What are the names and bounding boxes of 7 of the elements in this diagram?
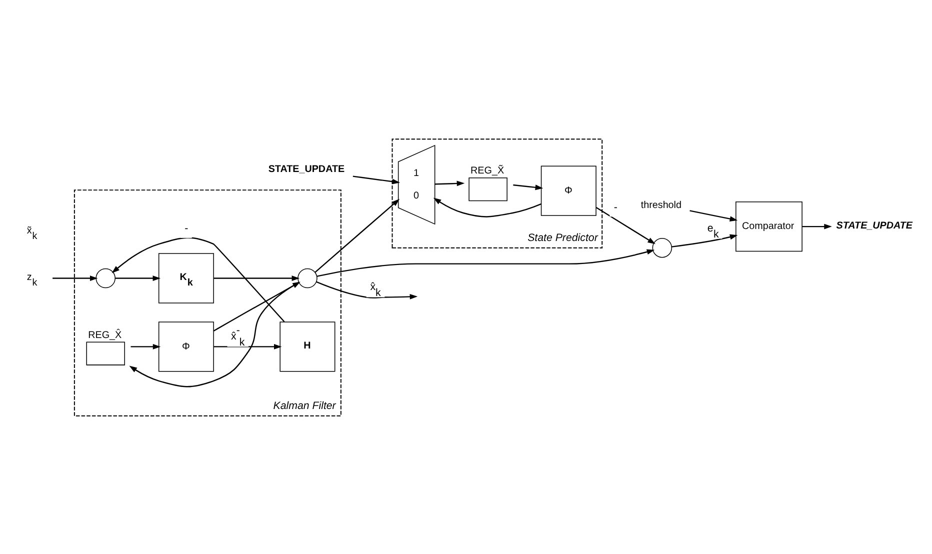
edge-label: - [614, 200, 618, 213]
node-text: STATE_UPDATE [268, 164, 345, 175]
node-label: REG_X̃ [470, 165, 504, 176]
node-text: STATE_UPDATE [836, 220, 913, 231]
node-label: REG_X̂ [88, 329, 122, 340]
edge-label: - [184, 222, 188, 234]
node-text: threshold [640, 199, 682, 210]
